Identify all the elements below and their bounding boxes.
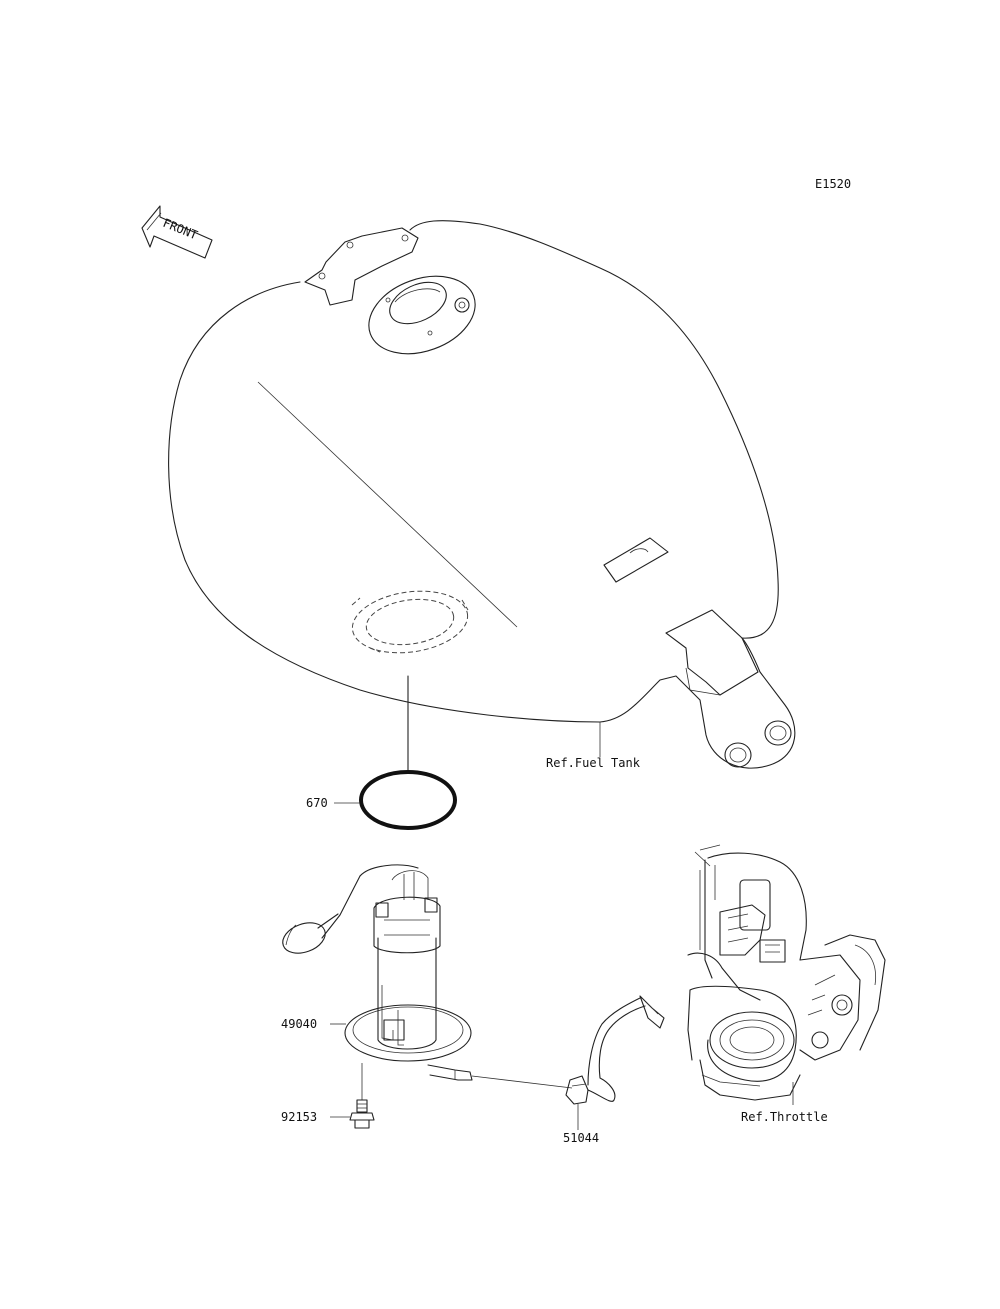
ref-throttle-label: Ref.Throttle bbox=[741, 1110, 828, 1124]
fuel-pump-part bbox=[282, 864, 473, 1081]
diagram-code: E1520 bbox=[815, 177, 851, 191]
part-label-670: 670 bbox=[306, 796, 328, 810]
front-arrow-label: FRONT bbox=[161, 216, 200, 243]
part-label-51044: 51044 bbox=[563, 1131, 599, 1145]
bolt-part bbox=[349, 1099, 375, 1129]
front-arrow-icon: FRONT bbox=[141, 205, 213, 259]
part-label-92153: 92153 bbox=[281, 1110, 317, 1124]
part-label-49040: 49040 bbox=[281, 1017, 317, 1031]
o-ring-part bbox=[359, 770, 457, 830]
throttle-body bbox=[687, 844, 886, 1101]
fuel-tank bbox=[168, 220, 796, 769]
fuel-hose-part bbox=[565, 995, 665, 1105]
ref-fuel-tank-label: Ref.Fuel Tank bbox=[546, 756, 641, 770]
